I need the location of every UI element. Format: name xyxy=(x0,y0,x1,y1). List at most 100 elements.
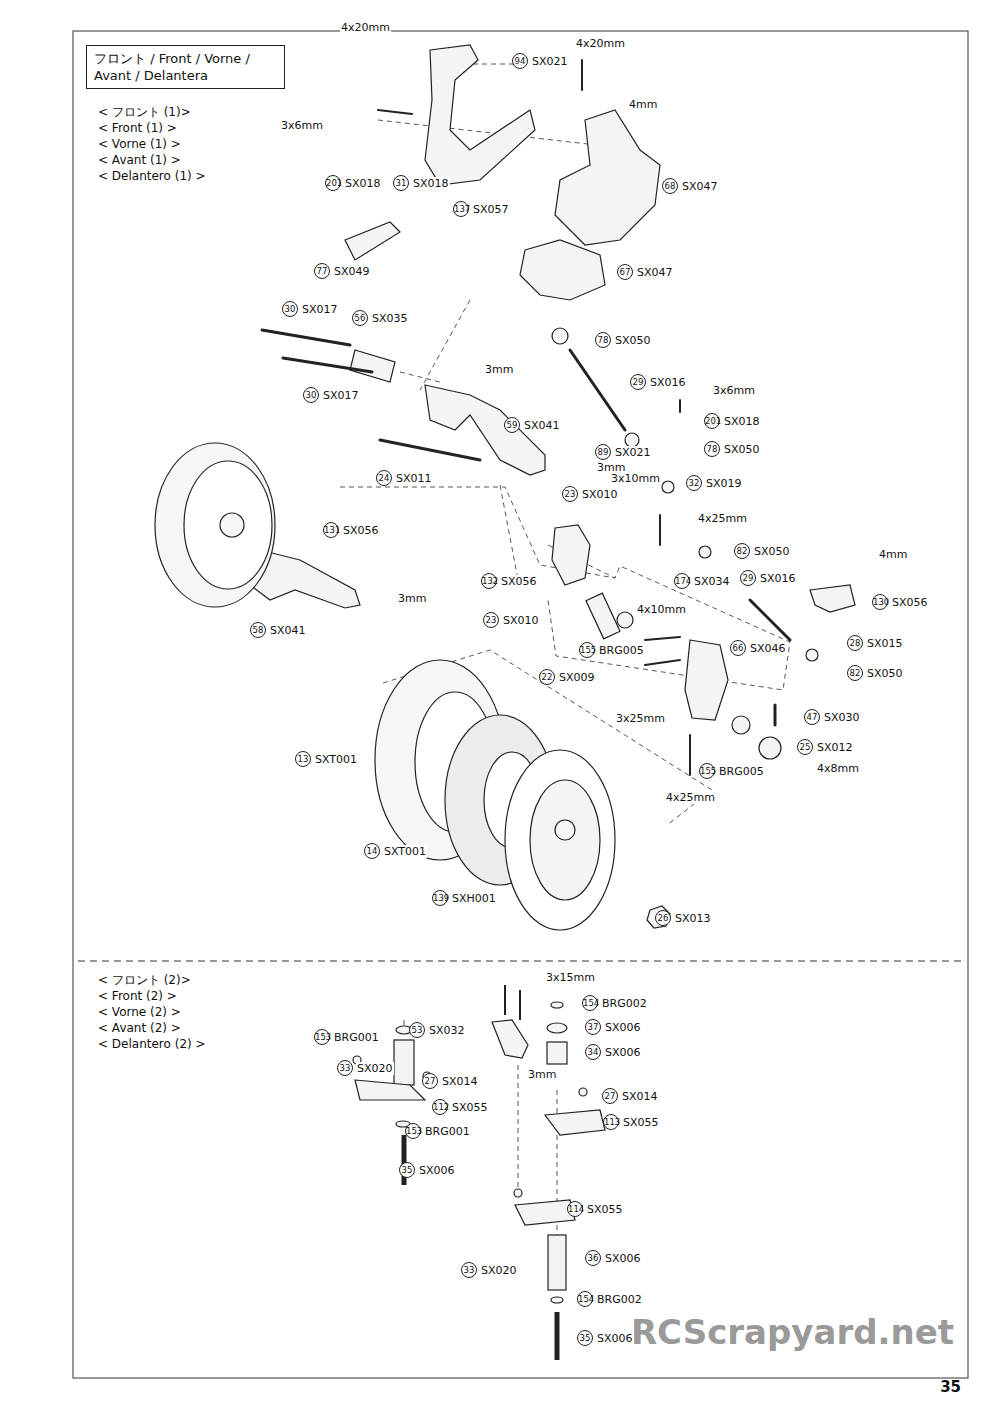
part-code: SX047 xyxy=(681,180,719,193)
dimension: 4x10mm xyxy=(636,603,687,616)
steering-parts-shape xyxy=(519,990,521,1020)
page-frame xyxy=(73,31,968,1378)
part-code: SXT001 xyxy=(314,753,358,766)
part-code: SX034 xyxy=(693,575,731,588)
part-code: SX021 xyxy=(531,55,569,68)
callout-number: 153 xyxy=(405,1123,421,1139)
pins-and-screws-shape xyxy=(283,358,372,372)
callout-number: 29 xyxy=(630,374,646,390)
dimension: 4x25mm xyxy=(697,512,748,525)
part-code: BRG005 xyxy=(718,765,765,778)
steering-parts-shape xyxy=(514,1189,522,1197)
part-code: BRG002 xyxy=(596,1293,643,1306)
part-code: SX050 xyxy=(753,545,791,558)
callout-number: 201 xyxy=(325,175,341,191)
callout-number: 24 xyxy=(376,470,392,486)
callout-number: 94 xyxy=(512,53,528,69)
callout-number: 53 xyxy=(409,1022,425,1038)
part-code: SX056 xyxy=(500,575,538,588)
callout-number: 139 xyxy=(432,890,448,906)
pins-and-screws-shape xyxy=(689,735,691,775)
callout-number: 27 xyxy=(602,1088,618,1104)
part-code: SX015 xyxy=(866,637,904,650)
section-heading: < Delantero (2) > xyxy=(97,1037,207,1051)
chassis-parts-shape xyxy=(759,737,781,759)
callout-number: 56 xyxy=(352,310,368,326)
section-title: フロント / Front / Vorne / Avant / Delantera xyxy=(94,50,277,84)
part-code: SX050 xyxy=(866,667,904,680)
wheels-shape xyxy=(184,461,272,589)
part-code: BRG002 xyxy=(601,997,648,1010)
callout-number: 82 xyxy=(734,543,750,559)
callout-number: 155 xyxy=(579,642,595,658)
callout-number: 154 xyxy=(582,995,598,1011)
chassis-parts-shape xyxy=(586,593,620,639)
steering-parts-shape xyxy=(579,1088,587,1096)
callout-number: 22 xyxy=(539,669,555,685)
callout-number: 29 xyxy=(740,570,756,586)
callout-number: 14 xyxy=(364,843,380,859)
pins-and-screws-shape xyxy=(750,600,790,640)
dimension: 4x25mm xyxy=(665,791,716,804)
chassis-parts-shape xyxy=(350,350,395,382)
part-code: SX009 xyxy=(558,671,596,684)
dimension: 3mm xyxy=(484,363,514,376)
callout-number: 36 xyxy=(585,1250,601,1266)
section-heading: < フロント (2)> xyxy=(97,973,192,987)
callout-number: 59 xyxy=(504,417,520,433)
steering-parts-shape xyxy=(547,1023,567,1033)
callout-number: 131 xyxy=(323,522,339,538)
part-code: SX018 xyxy=(344,177,382,190)
callout-number: 78 xyxy=(595,332,611,348)
part-code: SX006 xyxy=(604,1252,642,1265)
callout-number: 33 xyxy=(337,1060,353,1076)
part-code: SX055 xyxy=(451,1101,489,1114)
pins-and-screws-shape xyxy=(645,637,680,640)
part-code: SX055 xyxy=(622,1116,660,1129)
part-code: SX021 xyxy=(614,446,652,459)
chassis-parts-shape xyxy=(345,222,400,260)
callout-number: 58 xyxy=(250,622,266,638)
part-code: SX006 xyxy=(418,1164,456,1177)
callout-number: 137 xyxy=(453,201,469,217)
callout-number: 130 xyxy=(872,594,888,610)
section-heading: < Vorne (2) > xyxy=(97,1005,182,1019)
part-code: SX046 xyxy=(749,642,787,655)
pins-and-screws-shape xyxy=(262,330,350,345)
part-code: SX010 xyxy=(581,488,619,501)
page-frame-shape xyxy=(73,31,968,1378)
assembly-dashes xyxy=(340,64,790,1235)
part-code: SX050 xyxy=(614,334,652,347)
chassis-parts-shape xyxy=(806,649,818,661)
part-code: SX011 xyxy=(395,472,433,485)
assembly-dashes-shape xyxy=(518,1065,519,1195)
callout-number: 68 xyxy=(662,178,678,194)
part-code: SX018 xyxy=(723,415,761,428)
assembly-dashes-shape xyxy=(420,300,470,390)
wheels-shape xyxy=(505,750,615,930)
chassis-parts-shape xyxy=(617,612,633,628)
callout-number: 28 xyxy=(847,635,863,651)
pins-and-screws-shape xyxy=(645,660,680,665)
dimension: 4x8mm xyxy=(816,762,860,775)
dimension: 3x10mm xyxy=(610,472,661,485)
part-code: SX035 xyxy=(371,312,409,325)
wheels-shape xyxy=(155,443,275,607)
section-heading: < Delantero (1) > xyxy=(97,169,207,183)
part-code: SX055 xyxy=(586,1203,624,1216)
callout-number: 23 xyxy=(562,486,578,502)
chassis-parts-shape xyxy=(732,716,750,734)
pins-and-screws-shape xyxy=(659,515,661,545)
chassis-parts-shape xyxy=(699,546,711,558)
pins-and-screws-shape xyxy=(570,350,625,430)
pins-and-screws-shape xyxy=(679,400,681,412)
steering-parts-shape xyxy=(355,1080,425,1100)
callout-number: 33 xyxy=(461,1262,477,1278)
steering-parts-shape xyxy=(515,1200,575,1225)
callout-number: 174 xyxy=(674,573,690,589)
steering-parts-shape xyxy=(504,985,506,1015)
part-code: SX016 xyxy=(759,572,797,585)
callout-number: 27 xyxy=(422,1073,438,1089)
steering-parts-shape xyxy=(547,1042,567,1064)
pins-and-screws-shape xyxy=(774,705,777,725)
